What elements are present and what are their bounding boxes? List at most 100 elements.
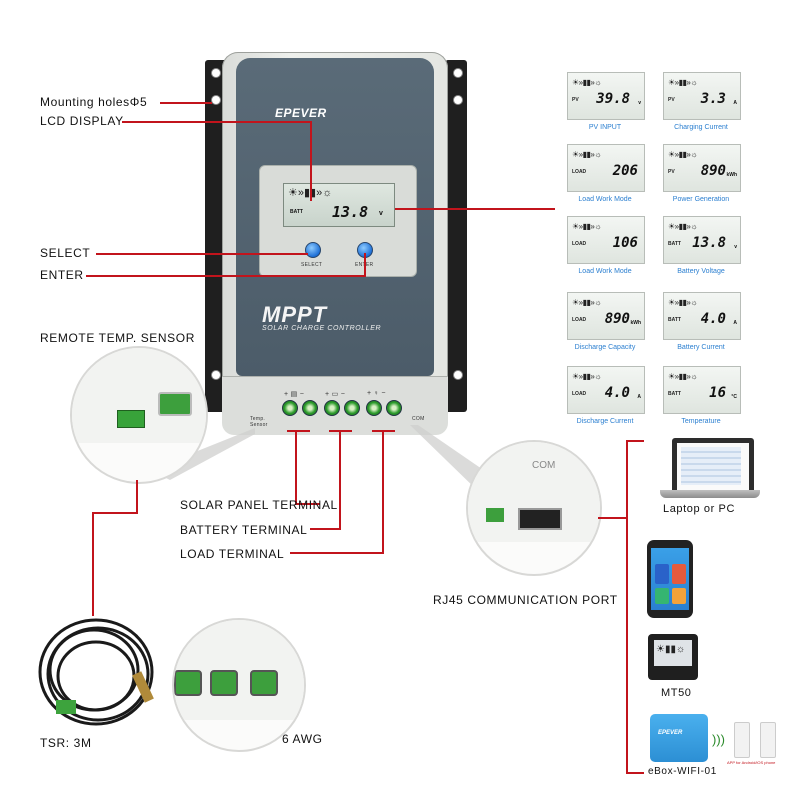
phone-mini-1: [734, 722, 750, 758]
lcd-panel-icons: ☀»▮▮»☼: [668, 372, 698, 381]
terminal-zoom-circle: [172, 618, 306, 752]
temp-sensor-leader-v2: [92, 512, 94, 616]
lcd-panel-value: 13.8: [692, 235, 726, 251]
laptop-base: [660, 490, 760, 498]
enter-leader-h: [86, 275, 366, 277]
right-mounting-bracket: [445, 60, 467, 412]
solar-positive-terminal[interactable]: [282, 400, 298, 416]
remote-temp-sensor-label: REMOTE TEMP. SENSOR: [40, 331, 195, 345]
lcd-panel-icons: ☀»▮▮»☼: [572, 150, 602, 159]
solar-panel-terminal-label: SOLAR PANEL TERMINAL: [180, 498, 338, 512]
lcd-panel-unit: kWh: [726, 172, 737, 178]
lcd-panel-unit: v: [734, 244, 737, 250]
com-zoom-circle: COM: [466, 440, 602, 576]
lcd-panel-value: 106: [612, 235, 638, 251]
lcd-panel-unit: A: [733, 320, 737, 326]
lcd-panel-unit: A: [733, 100, 737, 106]
phone-mini-2: [760, 722, 776, 758]
lcd-panel-icons: ☀»▮▮»☼: [668, 78, 698, 87]
mounting-holes-leader: [160, 102, 212, 104]
laptop-label: Laptop or PC: [663, 503, 736, 515]
smartphone-screen: [651, 548, 689, 610]
rj45-label: RJ45 COMMUNICATION PORT: [433, 593, 618, 607]
ebox-wifi-module: EPEVER: [650, 714, 708, 762]
battery-positive-terminal[interactable]: [324, 400, 340, 416]
lcd-panel-tag: PV: [572, 97, 579, 103]
brand-logo: EPEVER: [275, 106, 327, 120]
load-leader-v: [382, 430, 384, 554]
solar-leader-v: [295, 430, 297, 505]
laptop-screen: [672, 438, 754, 498]
lcd-panel-caption: Discharge Capacity: [574, 344, 636, 351]
lcd-panel-icons: ☀»▮▮»☼: [572, 298, 602, 307]
temp-sensor-connector: [117, 410, 145, 428]
lcd-panel-icons: ☀»▮▮»☼: [668, 298, 698, 307]
tsr-label: TSR: 3M: [40, 736, 92, 750]
lcd-display-leader-h: [122, 121, 312, 123]
load-negative-terminal[interactable]: [386, 400, 402, 416]
ebox-label: eBox-WIFI-01: [648, 766, 717, 777]
mounting-hole-top-left-upper: [211, 68, 221, 78]
app-tile-green: [655, 588, 669, 604]
app-note: APP for Android/iOS phone: [727, 760, 776, 765]
device-bus-vertical: [626, 440, 628, 774]
solar-negative-terminal[interactable]: [302, 400, 318, 416]
mounting-hole-bottom-left: [211, 370, 221, 380]
solar-bracket: [287, 430, 310, 432]
model-subtitle: SOLAR CHARGE CONTROLLER: [262, 325, 382, 332]
mt50-screen: ☀▮▮☼: [654, 640, 692, 666]
lcd-display-leader-v: [310, 121, 312, 201]
awg-label: 6 AWG: [282, 732, 323, 746]
rj45-port: [518, 508, 562, 530]
rj45-leader: [598, 517, 628, 519]
lcd-panel-tag: LOAD: [572, 241, 587, 247]
select-label: SELECT: [40, 246, 91, 260]
mounting-hole-top-left: [211, 95, 221, 105]
lcd-panel-tag: LOAD: [572, 391, 587, 397]
lcd-panel-unit: v: [638, 100, 641, 106]
ebox-logo: EPEVER: [658, 730, 683, 736]
lcd-panel-value: 4.0: [604, 385, 630, 401]
mounting-holes-label: Mounting holesΦ5: [40, 95, 148, 109]
lcd-panel-unit: °C: [731, 394, 737, 400]
load-positive-terminal[interactable]: [366, 400, 382, 416]
lcd-panel-value: 890: [604, 311, 630, 327]
lcd-panel-icons: ☀»▮▮»☼: [668, 222, 698, 231]
lcd-unit: v: [379, 210, 383, 217]
laptop-screen-content: [681, 447, 741, 485]
lcd-panels-leader: [395, 208, 555, 210]
device-bus-bottom: [626, 772, 644, 774]
mounting-hole-top-right-upper: [453, 68, 463, 78]
lcd-display-label: LCD DISPLAY: [40, 114, 124, 128]
left-mounting-bracket: [205, 60, 227, 412]
solar-terminal-icon: + ▤ −: [284, 391, 305, 398]
wifi-icon: ))): [712, 732, 725, 747]
load-bracket: [372, 430, 395, 432]
lcd-panel-value: 206: [612, 163, 638, 179]
lcd-panel-caption: Battery Current: [677, 344, 725, 351]
battery-terminal-label: BATTERY TERMINAL: [180, 523, 308, 537]
lcd-panel-unit: A: [637, 394, 641, 400]
app-tile-blue: [655, 564, 669, 584]
lcd-panel-unit: kWh: [630, 320, 641, 326]
lcd-panel-caption: Temperature: [681, 418, 721, 425]
com-zoom-label: COM: [532, 460, 556, 471]
rj45-indicator: [486, 508, 504, 522]
lcd-panel-caption: Load Work Mode: [578, 268, 632, 275]
lcd-panel-tag: PV: [668, 97, 675, 103]
temp-sensor-leader-h: [92, 512, 138, 514]
lcd-panel-icons: ☀»▮▮»☼: [668, 150, 698, 159]
temp-sensor-port-label: Temp. Sensor: [250, 416, 268, 428]
awg-terminal-hole-1: [174, 670, 202, 696]
battery-negative-terminal[interactable]: [344, 400, 360, 416]
lcd-panel-caption: Battery Voltage: [677, 268, 725, 275]
enter-label: ENTER: [40, 268, 84, 282]
enter-leader-v: [364, 253, 366, 277]
select-button[interactable]: [305, 242, 321, 258]
